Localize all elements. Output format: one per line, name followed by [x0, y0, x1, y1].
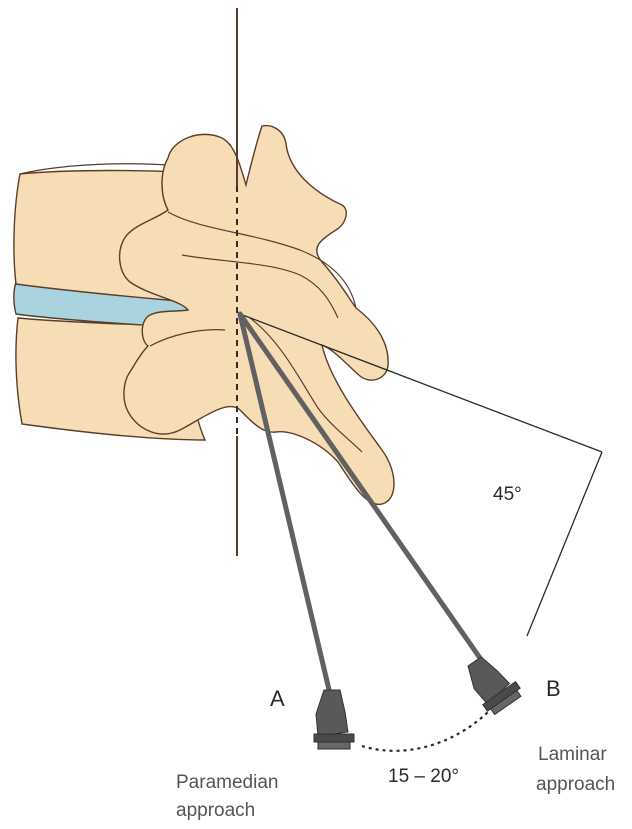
needle-b-hub	[460, 649, 524, 717]
label-paramedian-line1: Paramedian	[176, 772, 278, 793]
angle-arc-between-needles	[362, 712, 488, 751]
label-needle-a: A	[270, 686, 285, 711]
label-angle-45: 45°	[493, 484, 522, 505]
needle-a-hub	[314, 690, 354, 749]
angle-ray-closing	[527, 452, 602, 636]
label-needle-b: B	[546, 676, 561, 701]
label-paramedian-line2: approach	[176, 800, 255, 821]
label-laminar-line1: Laminar	[538, 744, 607, 765]
label-angle-between: 15 – 20°	[388, 766, 459, 787]
label-laminar-line2: approach	[536, 774, 615, 795]
